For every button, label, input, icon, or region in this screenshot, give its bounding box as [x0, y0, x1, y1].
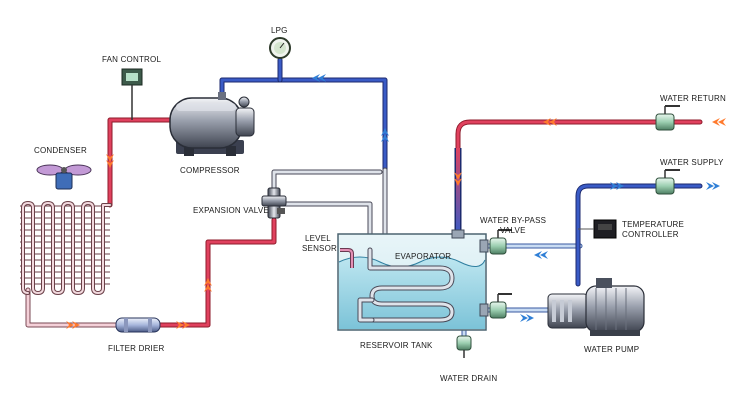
pump-icon — [547, 278, 645, 336]
fan-control-box-icon — [121, 68, 143, 120]
level-sensor-icon — [340, 248, 354, 268]
label-condenser: CONDENSER — [34, 146, 87, 155]
pressure-gauge-icon — [269, 37, 291, 59]
compressor-icon — [169, 92, 255, 156]
label-fan-control: FAN CONTROL — [102, 55, 161, 64]
temperature-controller-icon — [578, 219, 617, 239]
pump-suction-valve-icon[interactable] — [489, 293, 512, 319]
pump-suction-fitting — [479, 303, 489, 317]
label-evaporator: EVAPORATOR — [395, 252, 451, 261]
expansion-valve-icon — [261, 187, 287, 219]
condenser-fan-icon — [36, 164, 92, 190]
discharge-line — [107, 117, 183, 208]
evaporator-coil — [357, 247, 455, 323]
label-water-bypass-1: WATER BY-PASS — [480, 216, 546, 225]
label-reservoir-tank: RESERVOIR TANK — [360, 341, 433, 350]
liquid-line — [25, 217, 277, 328]
label-water-return: WATER RETURN — [660, 94, 726, 103]
bypass-fitting — [479, 239, 489, 253]
label-expansion-valve: EXPANSION VALVE — [193, 206, 269, 215]
filter-drier-icon — [115, 317, 161, 333]
condenser-coil — [20, 201, 112, 295]
label-filter-drier: FILTER DRIER — [108, 344, 165, 353]
water-supply-line — [575, 183, 703, 287]
return-inlet-fitting — [451, 229, 465, 239]
bypass-valve-icon[interactable] — [489, 229, 512, 255]
return-valve-icon[interactable] — [655, 105, 680, 131]
label-level-sensor-1: LEVEL — [305, 234, 331, 243]
label-level-sensor-2: SENSOR — [302, 244, 337, 253]
label-water-supply: WATER SUPPLY — [660, 158, 724, 167]
supply-valve-icon[interactable] — [655, 169, 680, 195]
drain-valve-icon[interactable] — [456, 335, 472, 358]
label-temperature-controller-2: CONTROLLER — [622, 230, 679, 239]
label-water-bypass-2: VALVE — [500, 226, 526, 235]
reservoir-tank — [337, 233, 487, 331]
label-water-drain: WATER DRAIN — [440, 374, 497, 383]
label-water-pump: WATER PUMP — [584, 345, 639, 354]
water-return-line — [454, 119, 703, 234]
label-lpg: LPG — [271, 26, 288, 35]
label-temperature-controller-1: TEMPERATURE — [622, 220, 684, 229]
label-compressor: COMPRESSOR — [180, 166, 240, 175]
flow-arrow-icon — [66, 74, 726, 329]
